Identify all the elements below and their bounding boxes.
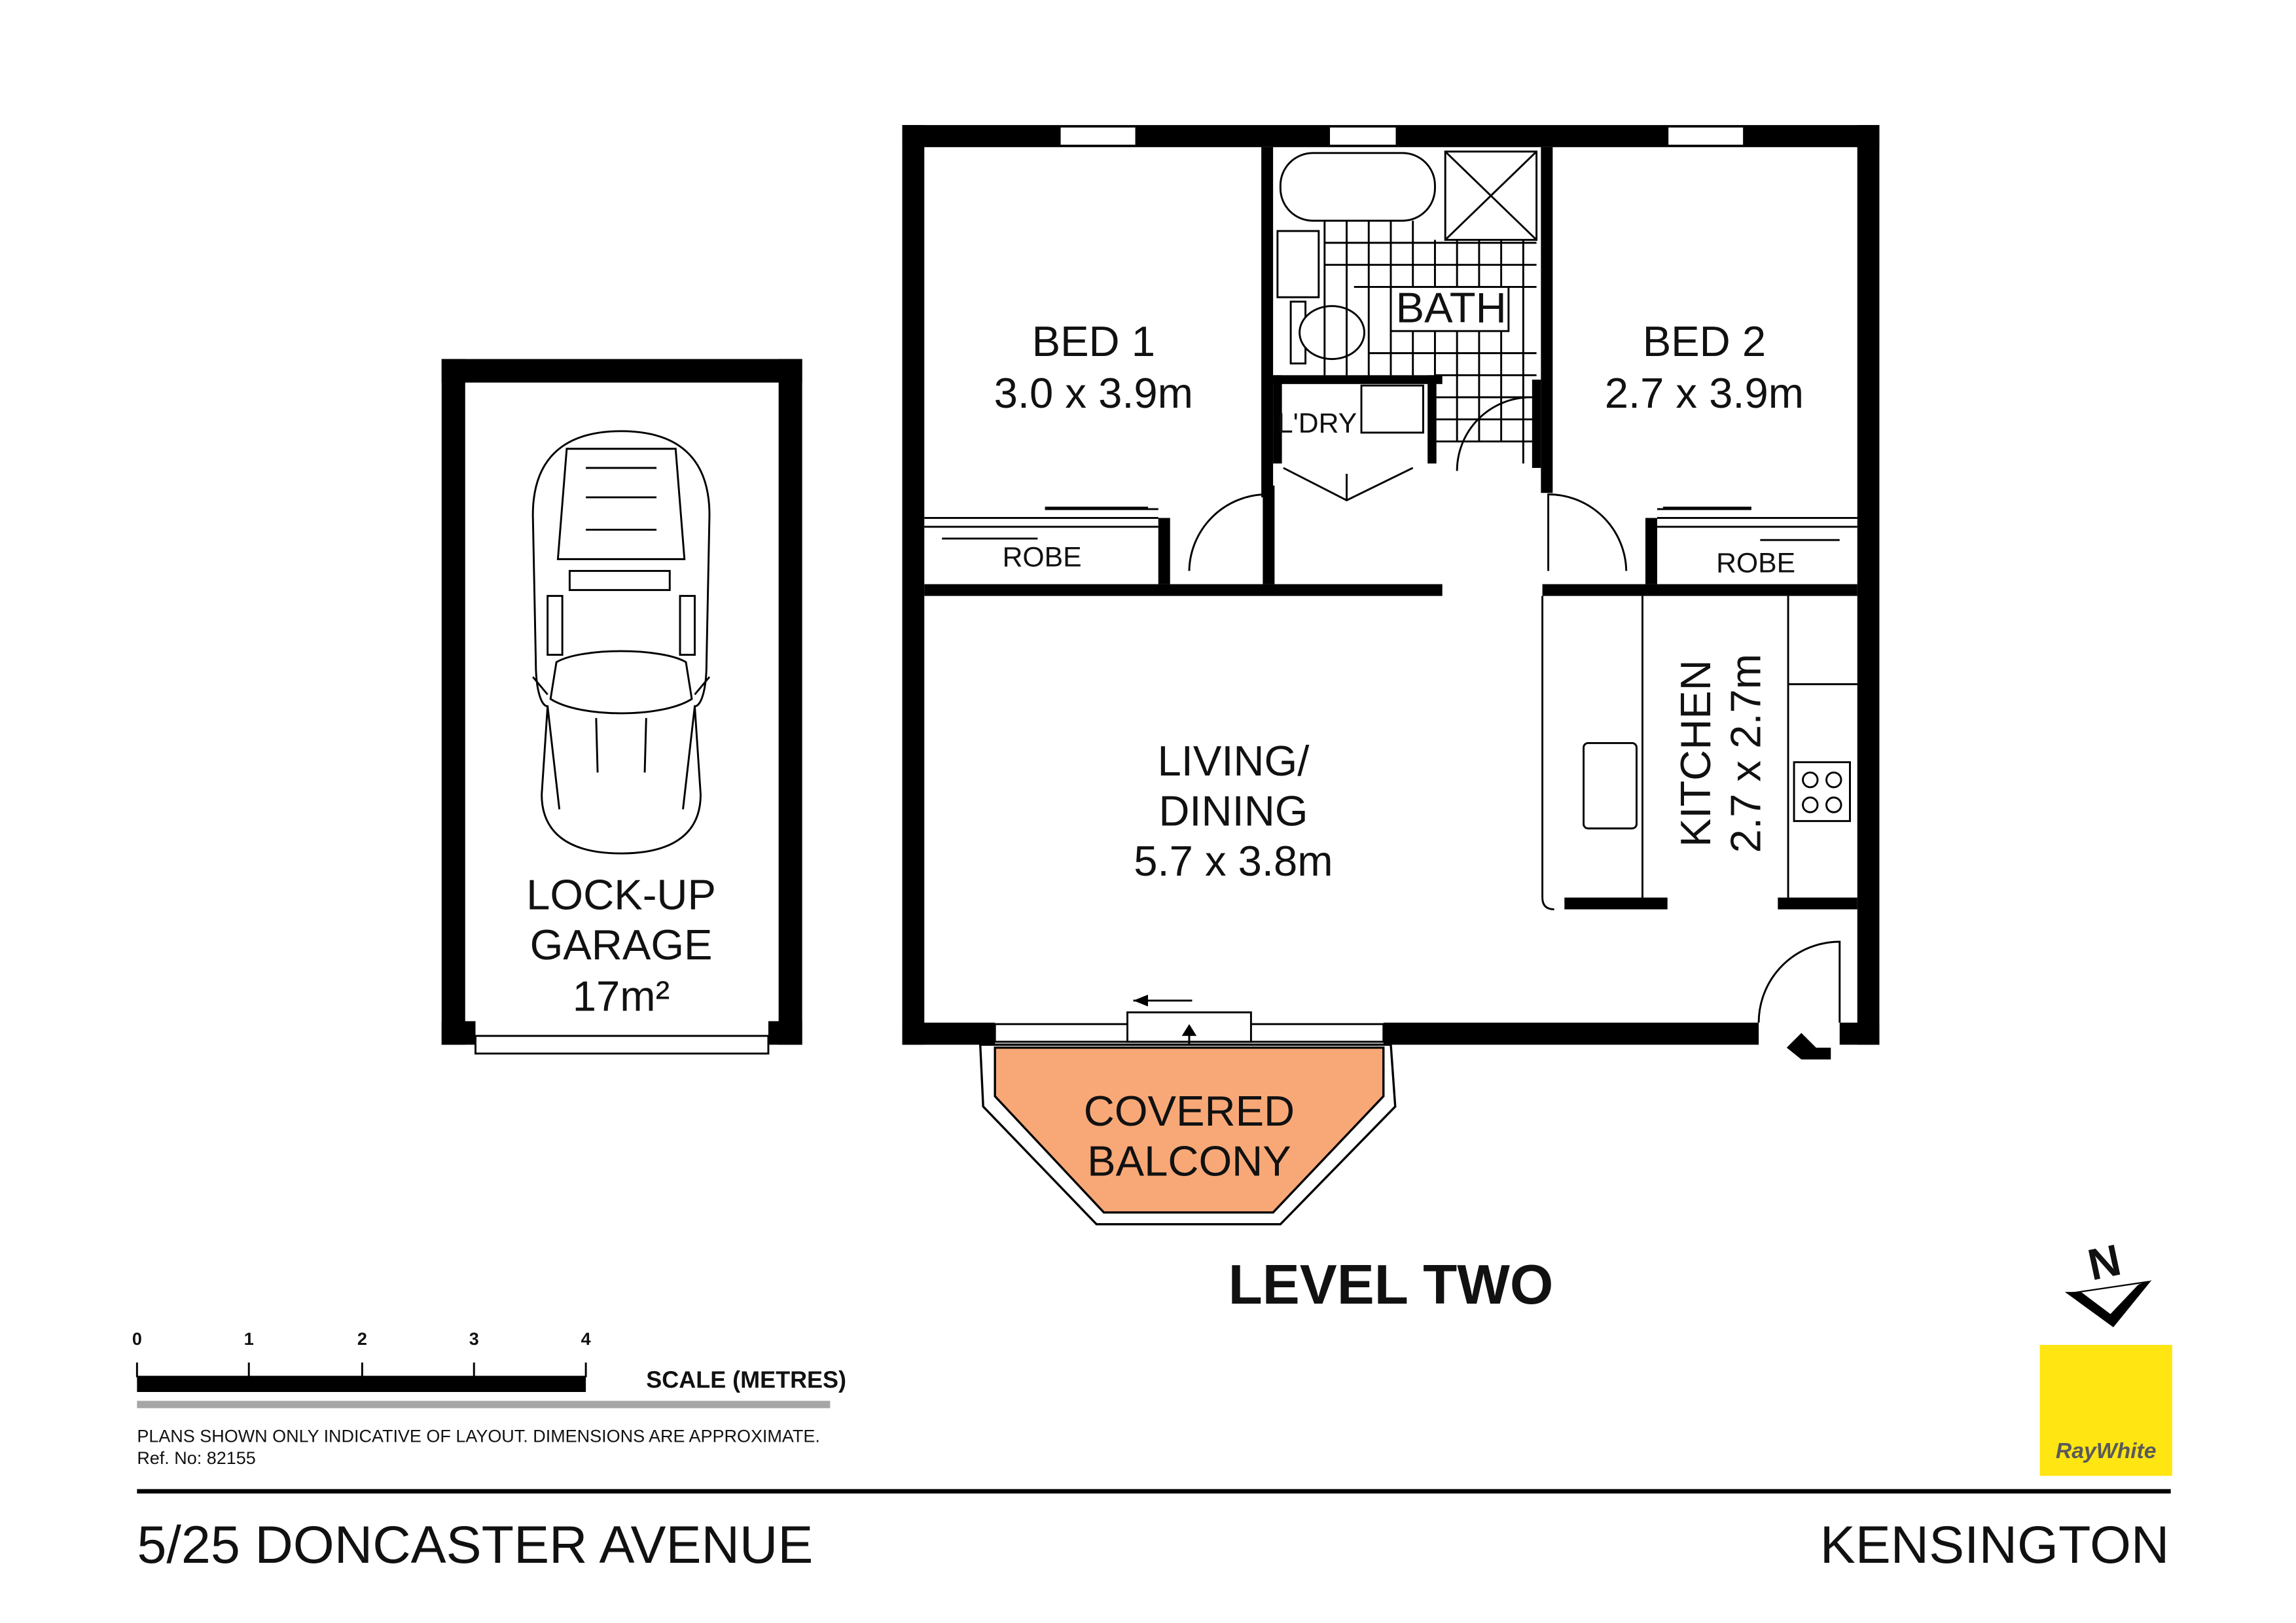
scale-bar: 0 1 2 3 4 SCALE (METRES) (132, 1329, 846, 1408)
disclaimer: PLANS SHOWN ONLY INDICATIVE OF LAYOUT. D… (137, 1426, 820, 1446)
living-size: 5.7 x 3.8m (1134, 837, 1333, 885)
car-icon (531, 430, 711, 855)
scale-tick-1: 1 (244, 1329, 254, 1349)
kitchen-label: KITCHEN (1672, 660, 1719, 847)
robe2-label: ROBE (1716, 548, 1795, 579)
bed1-label: BED 1 (1032, 317, 1155, 365)
bed1-size: 3.0 x 3.9m (994, 369, 1193, 417)
scale-label: SCALE (METRES) (646, 1366, 846, 1393)
scale-tick-4: 4 (581, 1329, 591, 1349)
living-label-2: DINING (1158, 787, 1308, 834)
footer-divider (137, 1489, 2171, 1494)
garage: LOCK-UP GARAGE 17m² (441, 359, 802, 1055)
scale-tick-0: 0 (132, 1329, 142, 1349)
unit-walls (902, 125, 1880, 1071)
bath-label: BATH (1396, 283, 1507, 331)
entry-arrow-icon (1786, 1033, 1831, 1060)
kitchen-size: 2.7 x 2.7m (1721, 654, 1769, 853)
bed2-label: BED 2 (1643, 317, 1766, 365)
living-label: LIVING/ (1157, 737, 1310, 785)
north-label: N (2084, 1236, 2125, 1290)
garage-size: 17m² (573, 972, 670, 1020)
north-arrow-icon: N (2064, 1236, 2152, 1328)
suburb: KENSINGTON (1820, 1516, 2170, 1575)
robe1-label: ROBE (1003, 542, 1082, 573)
bed2-size: 2.7 x 3.9m (1605, 369, 1804, 417)
reference-number: Ref. No: 82155 (137, 1448, 255, 1468)
address: 5/25 DONCASTER AVENUE (137, 1516, 813, 1575)
balcony: COVERED BALCONY (978, 1043, 1397, 1226)
level-title: LEVEL TWO (1229, 1254, 1554, 1316)
scale-tick-2: 2 (357, 1329, 367, 1349)
garage-label: LOCK-UP (526, 871, 716, 919)
brand-name: RayWhite (2056, 1438, 2157, 1463)
ray-white-logo: RayWhite (2039, 1345, 2172, 1476)
scale-tick-3: 3 (469, 1329, 479, 1349)
balcony-label: COVERED (1084, 1087, 1295, 1135)
balcony-label-2: BALCONY (1087, 1137, 1291, 1185)
garage-label-2: GARAGE (530, 921, 713, 969)
laundry-label: L'DRY (1278, 408, 1357, 439)
